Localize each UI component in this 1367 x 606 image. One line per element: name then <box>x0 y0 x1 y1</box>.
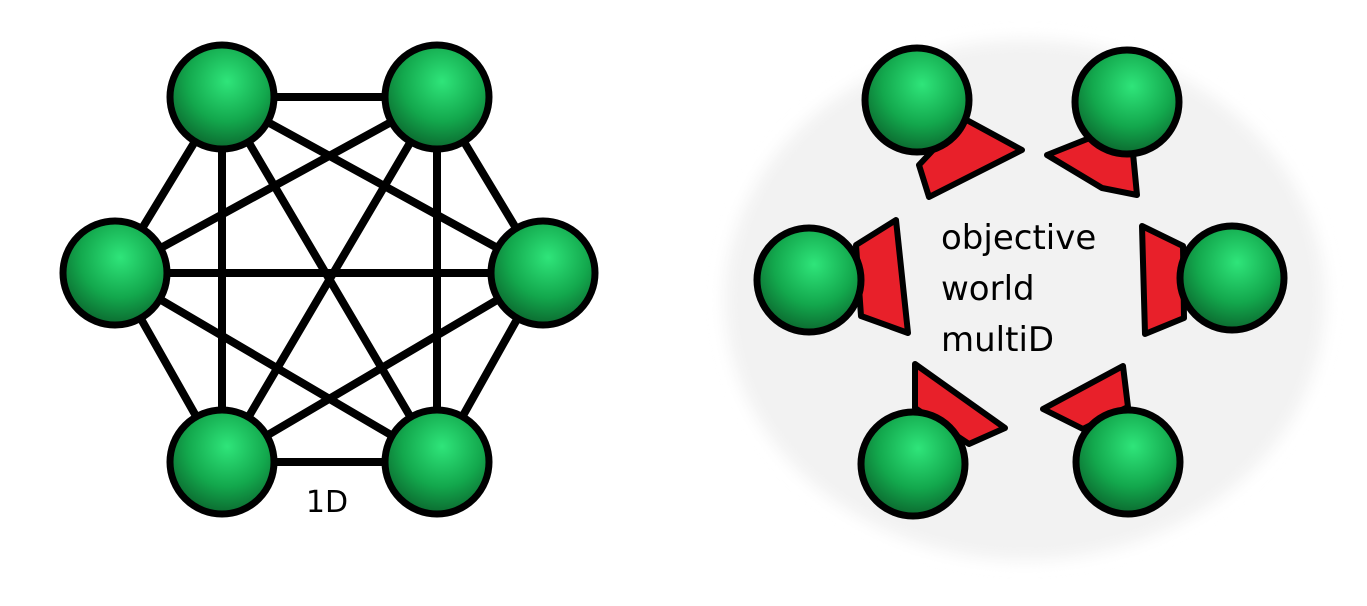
observer-node-bottom-left <box>857 408 969 520</box>
edge <box>218 269 547 466</box>
center-text-line-3: multiD <box>941 320 1054 360</box>
node-left <box>59 217 171 329</box>
observer-node-top-left <box>861 44 973 156</box>
fully-connected-network: 1D <box>59 41 599 522</box>
observer-node-top-right <box>1071 46 1183 158</box>
edge <box>111 93 441 277</box>
network-nodes <box>59 41 599 518</box>
node-bottom-left <box>166 406 278 518</box>
node-bottom-right <box>381 406 493 518</box>
label-1d: 1D <box>306 485 348 520</box>
node-right <box>487 217 599 329</box>
center-text-line-1: objective <box>941 218 1096 258</box>
observer-node-bottom-right <box>1072 406 1184 518</box>
center-text: objective world multiD <box>941 218 1096 360</box>
node-top-right <box>381 41 493 153</box>
center-text-line-2: world <box>941 269 1035 309</box>
observer-diagram: objective world multiD <box>725 40 1325 560</box>
cone-right <box>1139 223 1187 337</box>
network-edges <box>111 93 547 466</box>
observer-node-right <box>1176 222 1288 334</box>
node-top-left <box>166 41 278 153</box>
edge <box>111 269 441 466</box>
observer-nodes <box>753 44 1288 520</box>
cone-bottom-left <box>912 361 1008 447</box>
label-1d-background <box>294 478 360 522</box>
observer-node-left <box>753 224 865 336</box>
edge <box>218 93 441 466</box>
